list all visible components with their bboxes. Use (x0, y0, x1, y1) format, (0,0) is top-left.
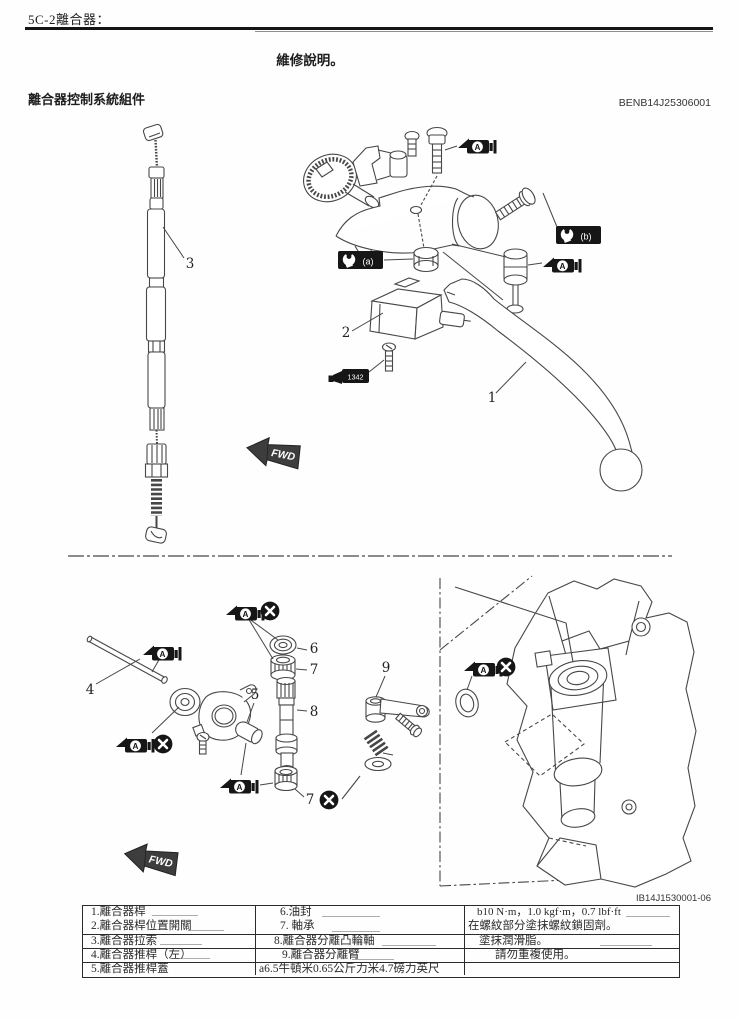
table-cell: 4.離合器推桿（左） (83, 947, 255, 962)
scan-artifact (600, 945, 652, 946)
scan-artifact (170, 958, 210, 959)
case-seal (455, 688, 479, 718)
lever-holder (335, 175, 499, 259)
clutch-lever-part (443, 278, 643, 492)
grease-icon (143, 645, 182, 661)
bottom-callout-numbers: 4 5 6 7 8 7 9 (86, 641, 391, 808)
table-cell: 5.離合器推桿蓋 (83, 961, 255, 976)
threadlock-label: 1342 (348, 373, 364, 382)
document-code: BENB14J25306001 (618, 97, 711, 109)
top-diagram-clutch-lever-assembly (142, 123, 643, 544)
table-cell: 塗抹潤滑脂。 (464, 933, 679, 948)
table-cell: 3.離合器拉索 (83, 933, 255, 948)
table-cell: 6.油封 (255, 906, 464, 920)
table-cell: 2.離合器桿位置開關 (91, 919, 192, 932)
callout-7-top: 7 (310, 662, 319, 678)
oil-seal-part (269, 635, 297, 655)
table-cell: 1.離合器桿 (91, 906, 146, 918)
grease-icon (543, 257, 582, 273)
page-title: 維修說明。 (276, 53, 344, 68)
clutch-cable-part (142, 123, 169, 544)
fwd-arrow-bottom: FWD (121, 839, 181, 880)
callout-4: 4 (86, 682, 95, 698)
parts-table: 1.離合器桿 6.油封 b10 N·m，1.0 kgf·m，0.7 lbf·ft… (82, 905, 680, 978)
scan-artifact (188, 930, 224, 931)
callout-8: 8 (310, 704, 319, 720)
table-cell: 7. 軸承 (255, 919, 464, 934)
header-rule-shadow (255, 31, 713, 32)
cable-adjuster-dial (303, 153, 380, 209)
header-rule (25, 27, 713, 30)
do-not-reuse-icon (318, 789, 340, 811)
do-not-reuse-icon (495, 656, 517, 678)
grease-icon (220, 778, 259, 794)
grease-icon (226, 605, 265, 621)
switch-screw (381, 342, 397, 372)
lever-bushing (503, 248, 528, 314)
torque-a-label: (a) (363, 257, 374, 267)
table-cell: 8.離合器分離凸輪軸 (255, 933, 464, 948)
scan-artifact (332, 931, 380, 932)
scan-artifact (382, 945, 436, 946)
pivot-nut (413, 246, 439, 273)
page-subtitle: 離合器控制系統組件 (28, 92, 146, 107)
table-cell (464, 961, 679, 976)
pushrod-part (86, 635, 168, 684)
table-cell: 9.離合器分離臂 (255, 947, 464, 962)
torque-wrench-b-icon: (b) (556, 226, 601, 244)
table-cell: 在螺紋部分塗抹螺紋鎖固劑。 (464, 919, 679, 934)
callout-1: 1 (488, 390, 497, 406)
do-not-reuse-icon (259, 600, 281, 622)
fwd-label: FWD (148, 853, 174, 870)
callout-3: 3 (186, 256, 195, 272)
handlebar-clamp (352, 130, 420, 187)
grease-icon (458, 138, 497, 154)
scan-artifact (626, 916, 670, 917)
pushrod-cover-part (235, 721, 263, 745)
retainer-and-plate (169, 684, 257, 755)
torque-b-label: (b) (581, 232, 592, 242)
release-camshaft-part (275, 676, 298, 772)
callout-6: 6 (310, 641, 319, 657)
bottom-diagram-release-mechanism (86, 575, 697, 888)
bearing-bottom-part (274, 765, 298, 792)
scan-artifact (160, 944, 202, 945)
fwd-arrow-top: FWD (243, 433, 304, 473)
table-cell: a6.5牛頓米0.65公斤力米4.7磅力英尺 (255, 961, 464, 976)
callout-5: 5 (251, 687, 260, 703)
scan-artifact (352, 959, 394, 960)
bottom-leader-lines (95, 617, 473, 798)
table-cell: 請勿重複使用。 (464, 947, 679, 962)
callout-2: 2 (342, 325, 351, 341)
lever-pivot-bolt (426, 126, 448, 174)
grease-icon (116, 737, 155, 753)
do-not-reuse-icon (152, 733, 174, 755)
scan-artifact (322, 916, 380, 917)
table-cell: b10 N·m，1.0 kgf·m，0.7 lbf·ft (464, 906, 679, 920)
figure-code: IB14J1530001-06 (635, 893, 711, 904)
section-header: 5C-2離合器： (28, 12, 111, 27)
grease-icon (464, 661, 503, 677)
bearing-top-part (270, 654, 296, 681)
top-leader-lines (162, 145, 558, 394)
callout-7-bottom: 7 (306, 792, 315, 808)
clutch-switch-part (369, 277, 471, 340)
top-callout-numbers: 1 2 3 (186, 256, 497, 406)
release-arm-part (341, 696, 430, 800)
fwd-label: FWD (270, 447, 296, 463)
scan-artifact (152, 915, 198, 916)
crankcase (454, 578, 697, 888)
callout-9: 9 (382, 660, 391, 676)
threadlock-icon: 1342 (328, 369, 369, 384)
clamp-bolt (494, 187, 536, 221)
torque-wrench-a-icon: (a) (338, 251, 383, 269)
